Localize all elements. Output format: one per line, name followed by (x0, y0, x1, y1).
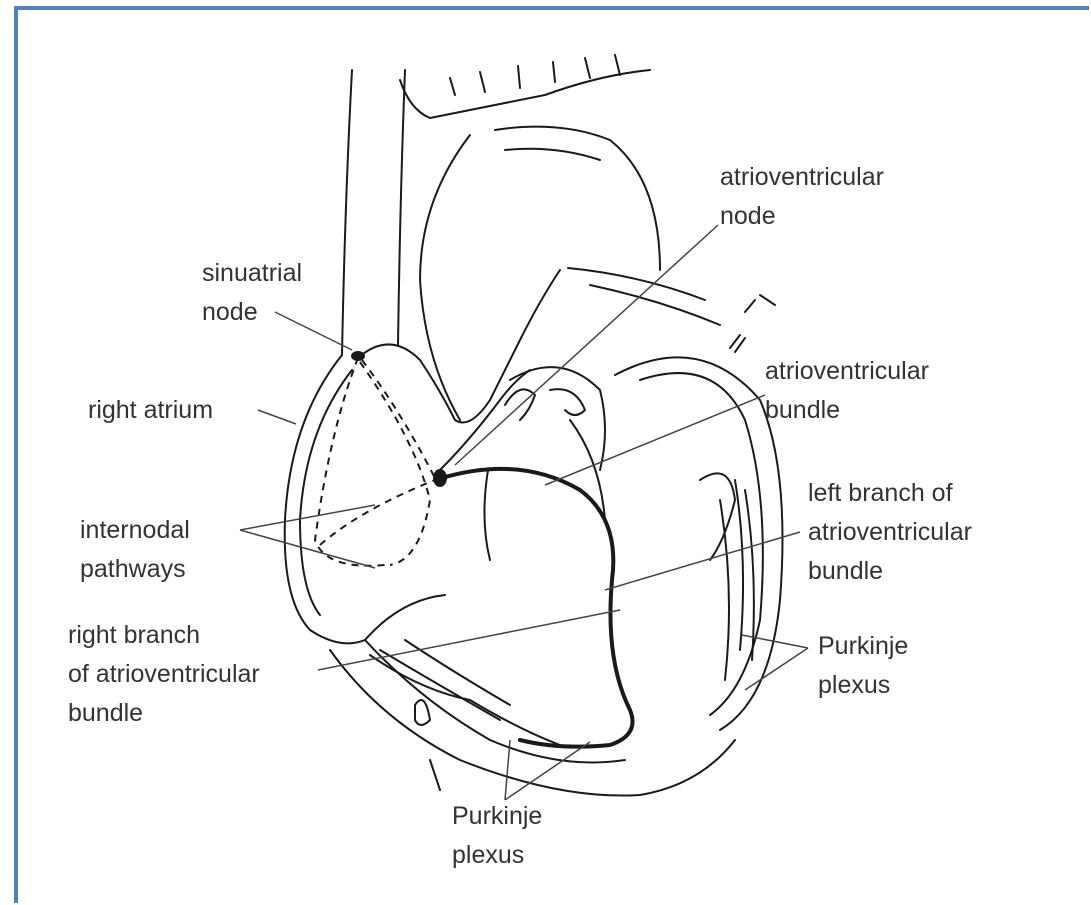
right-atrium-inner-wall (300, 370, 352, 615)
label-right-atrium: right atrium (88, 391, 213, 430)
left-fibres-1 (735, 480, 743, 650)
leader-right-atrium (258, 410, 296, 424)
right-atrium-wall (285, 355, 365, 643)
pulmonary-vessel-2 (590, 285, 720, 325)
left-ventricle-wall (615, 357, 783, 730)
left-ventricle-inner (640, 373, 763, 715)
left-papillary (700, 473, 735, 560)
leader-av-node (455, 225, 718, 465)
pulmonary-artery (490, 270, 560, 400)
aorta-inner (505, 149, 600, 160)
trabeculae-2 (380, 650, 500, 720)
valve-right (550, 389, 585, 415)
internodal-path-2 (362, 360, 435, 478)
ventricular-floor (365, 595, 445, 640)
pulmonary-stub-2 (730, 335, 745, 352)
leader-left-branch (605, 532, 800, 590)
septum-left (484, 470, 490, 560)
inferior-vessel-line (430, 760, 440, 790)
internodal-path-3 (360, 362, 430, 565)
apex-outer (330, 650, 735, 796)
pulmonary-vessel-1 (568, 268, 705, 300)
aorta-left-wall (420, 135, 470, 420)
aortic-arch-top (400, 70, 650, 118)
superior-vena-cava (342, 70, 352, 355)
inferior-vessel (415, 700, 430, 725)
sinuatrial-node-mark (351, 351, 365, 361)
interatrial-septum (440, 370, 530, 470)
leader-purkinje-bottom-1 (505, 740, 510, 800)
leader-purkinje-right-2 (745, 648, 808, 690)
aortic-arch-ticks (450, 55, 620, 95)
internodal-path-1 (315, 358, 385, 566)
pulmonary-stub (745, 295, 775, 312)
atrioventricular-node-mark (433, 469, 447, 487)
left-fibres-2 (745, 490, 754, 660)
superior-vena-cava-inner (398, 70, 405, 345)
leader-internodal-1 (240, 505, 375, 530)
leader-internodal-2 (240, 530, 375, 568)
leader-av-bundle (545, 395, 765, 485)
